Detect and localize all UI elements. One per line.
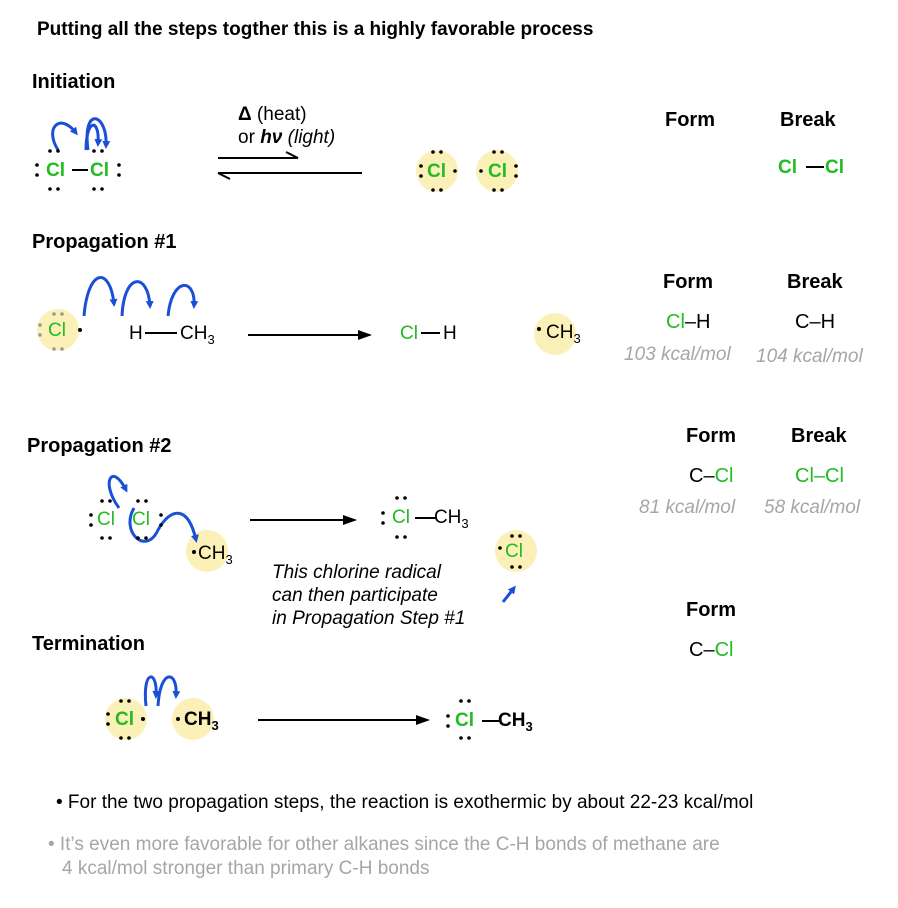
prop2-ch3-radical: CH3 <box>198 543 233 567</box>
prop2-break-bond: Cl–Cl <box>795 465 844 487</box>
termination-label: Termination <box>32 633 145 655</box>
electron-arrows <box>51 117 516 707</box>
heat-text: (heat) <box>251 104 307 125</box>
halo-prop2-cl <box>495 530 537 572</box>
prop1-product-h: H <box>443 323 457 344</box>
prop1-fishhook-2 <box>120 280 154 317</box>
prop1-product-cl: Cl <box>400 323 418 344</box>
initiation-reactant-cl-2: Cl <box>90 160 109 181</box>
prop2-note-line1: This chlorine radical <box>272 562 441 583</box>
initiation-break-bond-b: Cl <box>825 157 844 178</box>
initiation-break-bond-a: Cl <box>778 157 797 178</box>
prop1-form-header: Form <box>663 271 713 293</box>
prop2-fishhook-2 <box>128 507 199 543</box>
delta-symbol: Δ <box>238 104 252 125</box>
initiation-fishhook-3 <box>85 117 111 151</box>
term-ch3-radical: CH3 <box>184 709 219 733</box>
reaction-arrows <box>217 151 430 725</box>
propagation1-label: Propagation #1 <box>32 231 177 253</box>
prop2-note-line3: in Propagation Step #1 <box>272 608 466 629</box>
halo-prop1-ch3 <box>534 313 576 355</box>
initiation-conditions-line2: or hν (light) <box>238 127 335 149</box>
term-form-bond: C–Cl <box>689 639 734 661</box>
initiation-fishhook-1 <box>51 121 78 151</box>
bullet-other-alkanes-line2: 4 kcal/mol stronger than primary C-H bon… <box>62 858 430 879</box>
light-text: (light) <box>282 127 336 148</box>
prop1-break-header: Break <box>787 271 843 293</box>
initiation-conditions-line1: Δ (heat) <box>238 104 307 126</box>
prop2-form-bond: C–Cl <box>689 465 734 487</box>
hv-symbol: hν <box>260 127 283 148</box>
page-title: Putting all the steps togther this is a … <box>37 19 594 40</box>
electron-dots <box>35 149 541 740</box>
radical-halos <box>37 150 576 740</box>
halo-initiation-cl-2 <box>476 150 518 192</box>
term-fishhook-2 <box>156 675 181 707</box>
prop1-cl-radical: Cl <box>48 320 66 341</box>
prop2-reactant-cl-1: Cl <box>97 509 115 530</box>
term-fishhook-1 <box>143 675 161 707</box>
or-text: or <box>238 127 261 148</box>
halo-term-ch3 <box>172 698 214 740</box>
prop2-note-pointer-arrow <box>501 585 516 603</box>
equilibrium-reverse-barb <box>217 172 231 180</box>
equilibrium-forward-barb <box>285 151 299 159</box>
prop2-break-energy: 58 kcal/mol <box>764 497 861 518</box>
initiation-product-cl-1: Cl <box>427 161 446 182</box>
prop2-form-header: Form <box>686 425 736 447</box>
prop1-fishhook-1 <box>82 276 118 317</box>
prop2-product-cl-radical: Cl <box>505 541 523 562</box>
initiation-reactant-cl-1: Cl <box>46 160 65 181</box>
halo-initiation-cl-1 <box>416 150 458 192</box>
initiation-label: Initiation <box>32 71 116 93</box>
halo-prop1-cl <box>37 309 79 351</box>
prop2-note-line2: can then participate <box>272 585 438 606</box>
prop1-break-bond: C–H <box>795 311 836 333</box>
prop1-form-energy: 103 kcal/mol <box>624 344 731 365</box>
halo-term-cl <box>105 698 147 740</box>
prop1-substrate-h: H <box>129 323 143 344</box>
term-cl-radical: Cl <box>115 709 134 730</box>
prop2-form-energy: 81 kcal/mol <box>639 497 736 518</box>
prop1-break-energy: 104 kcal/mol <box>756 346 863 367</box>
bullet-other-alkanes-line1: • It’s even more favorable for other alk… <box>48 834 720 855</box>
bond-lines <box>72 166 824 722</box>
prop2-reactant-cl-2: Cl <box>132 509 150 530</box>
initiation-form-header: Form <box>665 109 715 131</box>
prop1-product-ch3: CH3 <box>546 322 581 346</box>
bullet-exothermic: • For the two propagation steps, the rea… <box>56 792 754 813</box>
prop2-break-header: Break <box>791 425 847 447</box>
prop1-fishhook-3 <box>166 284 199 317</box>
initiation-break-header: Break <box>780 109 836 131</box>
propagation2-label: Propagation #2 <box>27 435 172 457</box>
prop2-fishhook-1 <box>107 475 128 509</box>
prop1-substrate-ch3: CH3 <box>180 323 215 347</box>
term-form-header: Form <box>686 599 736 621</box>
initiation-product-cl-2: Cl <box>488 161 507 182</box>
prop1-form-bond: Cl–H <box>666 311 711 333</box>
